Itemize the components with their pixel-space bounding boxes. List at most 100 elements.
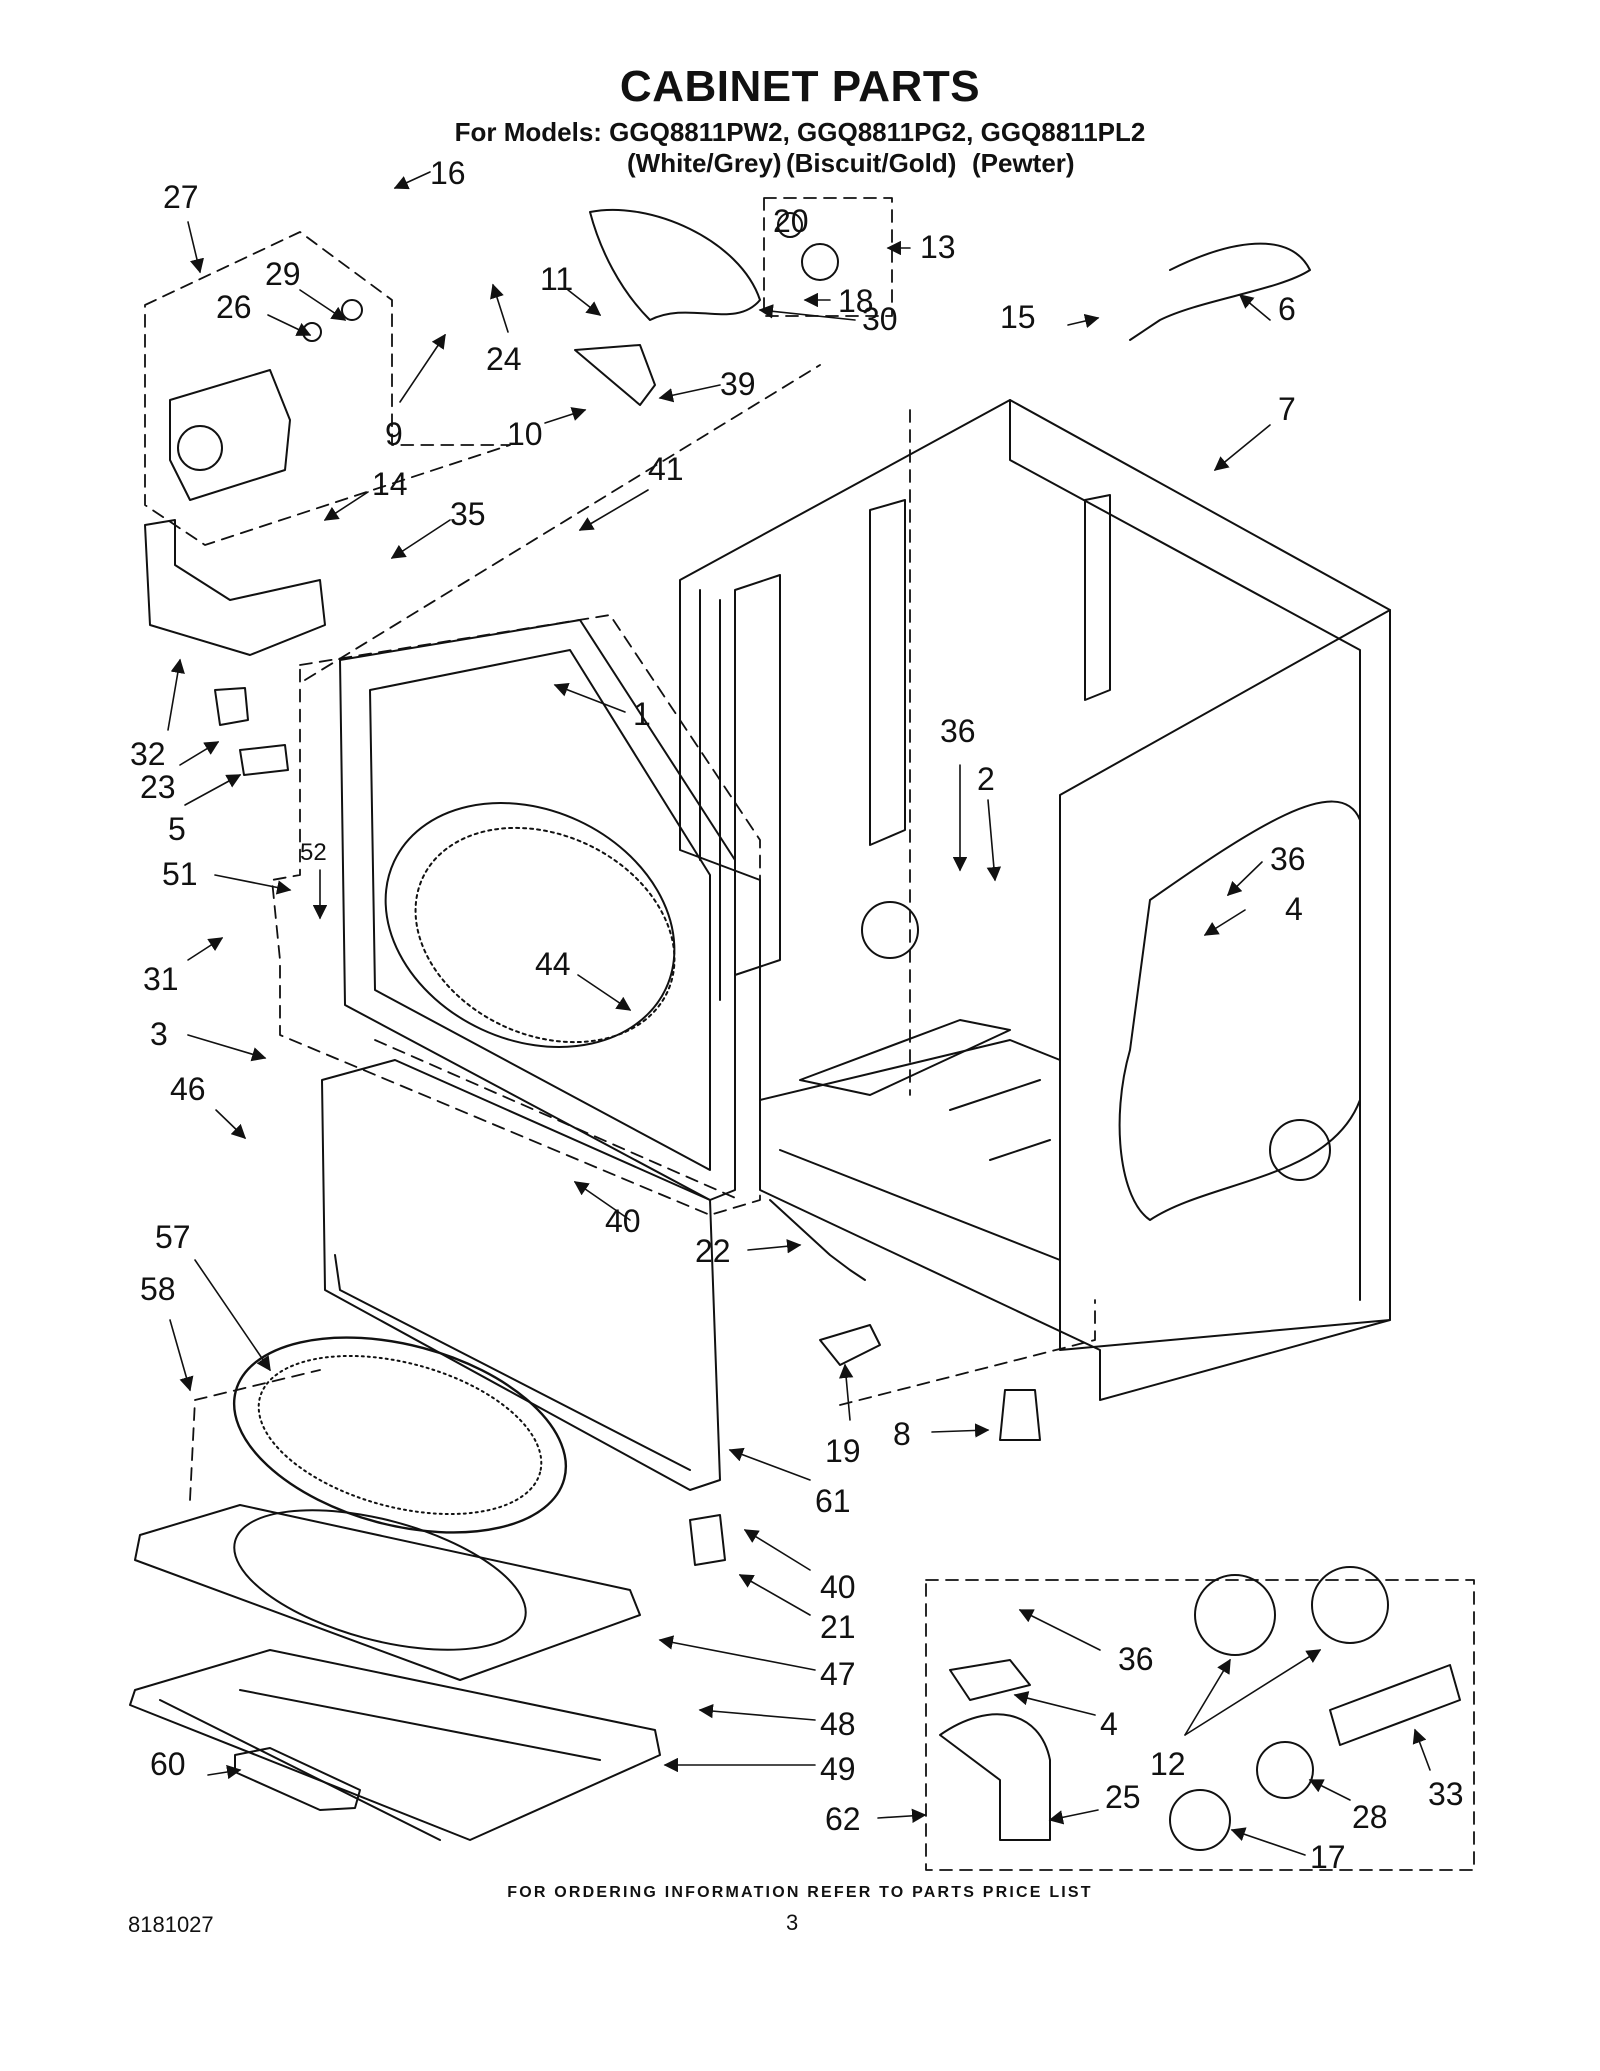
front-panel <box>339 619 736 1201</box>
leveling-leg-8 <box>999 1389 1041 1441</box>
cabinet-body <box>679 399 1391 1401</box>
callout-25: 25 <box>1105 1779 1141 1815</box>
document-number: 8181027 <box>128 1912 214 1937</box>
callout-11: 11 <box>540 261 573 297</box>
color-label-white-grey: (White/Grey) <box>627 148 782 178</box>
callout-62: 62 <box>825 1801 861 1837</box>
door-seal-44 <box>414 826 676 1044</box>
left-rail-dash <box>374 1039 741 1201</box>
door-opening <box>384 802 676 1048</box>
callout-40b: 40 <box>820 1569 856 1605</box>
callout-10: 10 <box>507 416 543 452</box>
motor-group-outline <box>144 231 511 546</box>
cabinet-bottom-frame <box>759 1039 1061 1261</box>
clamp-28 <box>1256 1741 1314 1799</box>
bottom-linkage-dash <box>189 1369 321 1501</box>
callout-20: 20 <box>773 203 809 239</box>
callout-48: 48 <box>820 1706 856 1742</box>
power-cord-6 <box>1129 242 1311 341</box>
base-pan-inner <box>159 1689 601 1841</box>
leader-arrows <box>167 171 1431 1856</box>
switch-5 <box>239 744 289 776</box>
callout-40a: 40 <box>605 1203 641 1239</box>
callout-29: 29 <box>265 256 301 292</box>
callout-27: 27 <box>163 179 199 215</box>
model-list: For Models: GGQ8811PW2, GGQ8811PG2, GGQ8… <box>454 117 1146 147</box>
callout-51: 51 <box>162 856 198 892</box>
toe-panel <box>321 1059 721 1491</box>
front-panel-group-outline <box>271 614 761 1216</box>
upper-linkage-dash <box>304 364 821 681</box>
callout-36b: 36 <box>1270 841 1306 877</box>
callout-57: 57 <box>155 1219 191 1255</box>
callout-26: 26 <box>216 289 252 325</box>
callout-30: 30 <box>862 301 898 337</box>
clip-19 <box>819 1324 881 1366</box>
callout-28: 28 <box>1352 1799 1388 1835</box>
callout-23: 23 <box>140 769 176 805</box>
callout-49: 49 <box>820 1751 856 1787</box>
color-label-pewter: (Pewter) <box>972 148 1075 178</box>
callout-33: 33 <box>1428 1776 1464 1812</box>
callout-5: 5 <box>168 811 186 847</box>
switch-23 <box>214 687 249 726</box>
callout-60: 60 <box>150 1746 186 1782</box>
callout-7: 7 <box>1278 391 1296 427</box>
callout-12: 12 <box>1150 1746 1186 1782</box>
callout-46: 46 <box>170 1071 206 1107</box>
cabinet-inner-wall <box>699 589 721 1001</box>
duct-elbow-62 <box>939 1713 1051 1841</box>
callout-13: 13 <box>920 229 956 265</box>
cabinet-vent-hole <box>1269 1119 1331 1181</box>
callout-24: 24 <box>486 341 522 377</box>
cabinet-side-panel <box>1059 609 1391 1351</box>
callout-1: 1 <box>633 696 651 732</box>
callout-39: 39 <box>720 366 756 402</box>
callout-44: 44 <box>535 946 571 982</box>
base-assembly <box>129 1336 661 1841</box>
callout-2: 2 <box>977 761 995 797</box>
belt-30 <box>589 208 761 321</box>
mount-bracket-32 <box>144 519 326 656</box>
callout-21: 21 <box>820 1609 856 1645</box>
color-label-biscuit-gold: (Biscuit/Gold) <box>786 148 957 178</box>
cabinet-back-edge <box>1009 399 1361 1301</box>
clamp-17 <box>1169 1789 1231 1851</box>
pulley-18 <box>801 243 839 281</box>
cabinet-cutouts <box>734 494 1111 976</box>
small-parts <box>144 208 1461 1851</box>
gasket-57-outer <box>232 1336 568 1534</box>
page-number: 3 <box>786 1910 799 1935</box>
dashed-group-outlines <box>144 197 1475 1871</box>
motor-assembly <box>169 299 363 501</box>
kit-group-outline <box>925 1579 1475 1871</box>
callout-4b: 4 <box>1100 1706 1118 1742</box>
spring-22 <box>769 1199 866 1281</box>
leg-linkage-dash <box>839 1299 1096 1406</box>
thermostat-21 <box>689 1514 726 1566</box>
callout-36c: 36 <box>1118 1641 1154 1677</box>
pulley-20 <box>777 212 803 238</box>
ordering-note: FOR ORDERING INFORMATION REFER TO PARTS … <box>507 1884 1093 1901</box>
cabinet-liner <box>1118 800 1361 1221</box>
exhaust-hood-12b <box>1311 1566 1389 1644</box>
callout-labels: 16 27 29 26 20 13 11 18 24 30 15 6 39 9 … <box>130 155 1464 1875</box>
callout-31: 31 <box>143 961 179 997</box>
callout-6: 6 <box>1278 291 1296 327</box>
callout-52: 52 <box>300 839 327 866</box>
slide-60 <box>234 1747 361 1811</box>
cabinet-access-hole <box>861 901 919 959</box>
callout-19: 19 <box>825 1433 861 1469</box>
callout-35: 35 <box>450 496 486 532</box>
callout-32: 32 <box>130 736 166 772</box>
exhaust-pipe-33 <box>1329 1664 1461 1746</box>
callout-16: 16 <box>430 155 466 191</box>
callout-58: 58 <box>140 1271 176 1307</box>
callout-36a: 36 <box>940 713 976 749</box>
callout-4a: 4 <box>1285 891 1303 927</box>
callout-61: 61 <box>815 1483 851 1519</box>
callout-17: 17 <box>1310 1839 1346 1875</box>
callout-3: 3 <box>150 1016 168 1052</box>
gasket-57-inner <box>257 1354 543 1516</box>
